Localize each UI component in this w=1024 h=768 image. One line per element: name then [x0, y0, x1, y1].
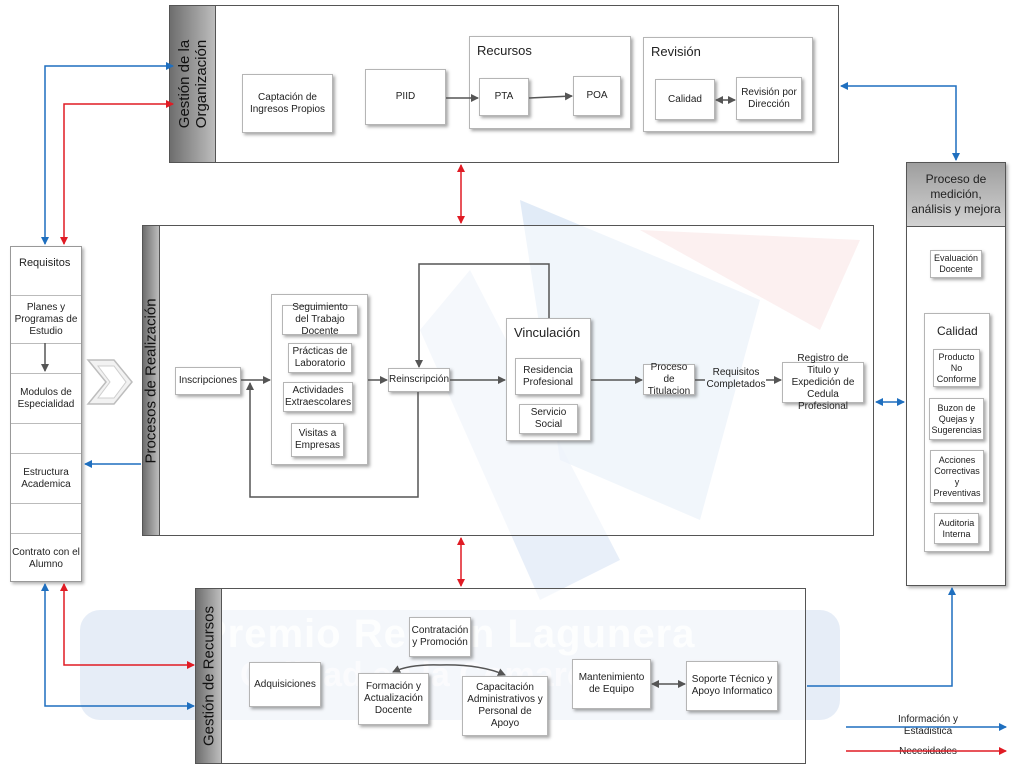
requisitos-gap-1 — [11, 343, 81, 374]
captacion-box: Captación de Ingresos Propios — [242, 74, 333, 133]
formacion-box: Formación y Actualización Docente — [358, 673, 429, 725]
gestion-recursos-label: Gestión de Recursos — [196, 589, 222, 763]
requisitos-item-planes: Planes y Programas de Estudio — [11, 295, 81, 344]
requisitos-org-red-arrow — [60, 100, 174, 245]
requisitos-item-estructura: Estructura Academica — [11, 453, 81, 504]
residencia-box: Residencia Profesional — [515, 358, 581, 395]
buzon-quejas-box: Buzon de Quejas y Sugerencias — [929, 398, 984, 440]
calidad-revision-box: Calidad — [655, 79, 715, 120]
contratacion-box: Contratación y Promoción — [409, 617, 471, 657]
requisitos-gap-2 — [11, 423, 81, 454]
inscripciones-box: Inscripciones — [175, 367, 241, 395]
medicion-header: Proceso de medición, análisis y mejora — [907, 163, 1005, 227]
procesos-realizacion-label: Procesos de Realización — [143, 226, 160, 535]
actividades-box: Actividades Extraescolares — [283, 382, 353, 412]
recursos-title: Recursos — [477, 43, 532, 58]
practicas-box: Prácticas de Laboratorio — [288, 343, 352, 373]
poa-box: POA — [573, 76, 621, 116]
visitas-box: Visitas a Empresas — [291, 423, 344, 457]
revision-title: Revisión — [651, 44, 701, 59]
gestion-organizacion-label: Gestión de la Organización — [170, 6, 216, 162]
adquisiciones-box: Adquisiciones — [249, 662, 321, 707]
auditoria-interna-box: Auditoria Interna — [934, 513, 979, 544]
capacitacion-box: Capacitación Administrativos y Personal … — [462, 676, 548, 736]
seguimiento-box: Seguimiento del Trabajo Docente — [282, 302, 358, 337]
requisitos-recursos-blue-arrow — [41, 583, 195, 710]
vinculacion-title: Vinculación — [514, 325, 581, 340]
requisitos-item-contrato: Contrato con el Alumno — [11, 533, 81, 584]
org-medicion-blue-arrow — [840, 82, 960, 161]
pta-box: PTA — [479, 78, 529, 116]
chevron-arrow-icon — [86, 359, 133, 405]
legend-necesidades-label: Necesidades — [899, 746, 957, 757]
requisitos-item-modulos: Modulos de Especialidad — [11, 373, 81, 424]
recursos-medicion-blue-arrow — [807, 587, 956, 687]
requisitos-column: Requisitos Planes y Programas de Estudio… — [10, 246, 82, 582]
medicion-title: Proceso de medición, análisis y mejora — [911, 172, 1001, 216]
requisitos-completados-label: Requisitos Completados — [706, 367, 766, 390]
registro-titulo-box: Registro de Titulo y Expedición de Cedul… — [782, 353, 864, 412]
mantenimiento-box: Mantenimiento de Equipo — [572, 659, 651, 709]
requisitos-recursos-red-arrow — [60, 583, 195, 669]
acciones-correctivas-box: Acciones Correctivas y Preventivas — [930, 450, 984, 503]
legend-informacion-label: Información y Estadistica — [897, 714, 959, 737]
soporte-box: Soporte Técnico y Apoyo Informatico — [686, 661, 778, 711]
reinscripcion-box: Reinscripción — [388, 368, 450, 392]
piid-box: PIID — [365, 69, 446, 125]
producto-no-conforme-box: Producto No Conforme — [933, 349, 980, 387]
evaluacion-docente-box: Evaluación Docente — [930, 250, 982, 278]
servicio-box: Servicio Social — [519, 404, 578, 434]
titulacion-box: Proceso de Titulacion — [643, 362, 695, 397]
calidad-group-title: Calidad — [937, 324, 978, 338]
requisitos-org-blue-arrow — [41, 62, 174, 245]
revision-direccion-box: Revisión por Dirección — [736, 77, 802, 120]
requisitos-gap-3 — [11, 503, 81, 534]
requisitos-title: Requisitos — [19, 257, 71, 269]
